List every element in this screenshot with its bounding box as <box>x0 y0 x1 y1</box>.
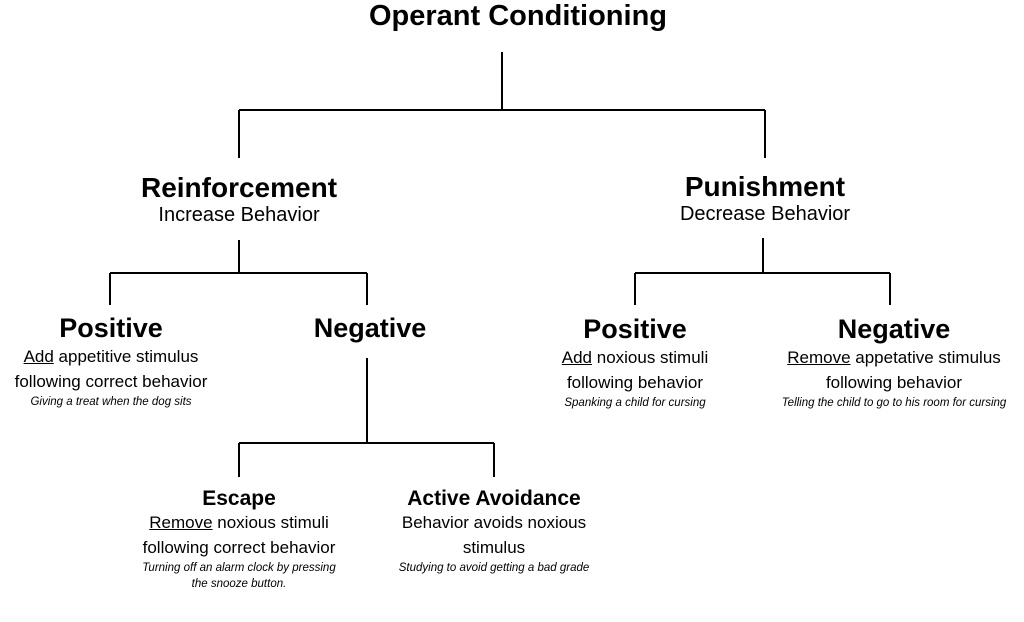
escape-line2: following correct behavior <box>142 538 336 557</box>
escape-line1: Remove noxious stimuli <box>142 510 335 535</box>
positive-punishment-keyword: Add <box>561 348 593 367</box>
active-avoidance-example: Studying to avoid getting a bad grade <box>398 562 590 574</box>
positive-punishment-example: Spanking a child for cursing <box>564 397 706 409</box>
reinforcement-node: Reinforcement Increase Behavior <box>141 174 337 228</box>
escape-keyword: Remove <box>149 513 213 532</box>
escape-example-line2: the snooze button. <box>191 578 287 590</box>
positive-punishment-line2: following behavior <box>566 373 704 392</box>
positive-punishment-node: Positive Add noxious stimuli following b… <box>562 316 708 411</box>
negative-punishment-example: Telling the child to go to his room for … <box>781 397 1007 409</box>
punishment-title: Punishment <box>684 171 846 202</box>
active-avoidance-node: Active Avoidance Behavior avoids noxious… <box>399 488 590 576</box>
positive-reinforcement-line2: following correct behavior <box>14 372 208 391</box>
positive-reinforcement-title: Positive <box>59 313 163 343</box>
reinforcement-subtitle: Increase Behavior <box>158 204 320 226</box>
negative-punishment-line1: Remove appetative stimulus <box>782 345 1007 370</box>
reinforcement-title: Reinforcement <box>140 172 338 203</box>
negative-punishment-node: Negative Remove appetative stimulus foll… <box>782 316 1007 411</box>
escape-line1-rest: noxious stimuli <box>212 513 329 532</box>
punishment-node: Punishment Decrease Behavior <box>680 173 850 227</box>
positive-reinforcement-keyword: Add <box>23 347 54 366</box>
root-title: Operant Conditioning <box>368 0 668 32</box>
negative-punishment-keyword: Remove <box>787 348 851 367</box>
active-avoidance-line1: Behavior avoids noxious <box>401 513 587 532</box>
negative-punishment-line2: following behavior <box>825 373 963 392</box>
punishment-subtitle: Decrease Behavior <box>679 203 851 225</box>
positive-reinforcement-node: Positive Add appetitive stimulus followi… <box>15 315 208 410</box>
escape-node: Escape Remove noxious stimuli following … <box>142 488 335 592</box>
positive-punishment-title: Positive <box>583 314 687 344</box>
positive-reinforcement-example: Giving a treat when the dog sits <box>30 396 192 408</box>
positive-punishment-line1-rest: noxious stimuli <box>592 348 709 367</box>
negative-punishment-line1-rest: appetative stimulus <box>850 348 1001 367</box>
root-node: Operant Conditioning <box>369 2 667 31</box>
positive-punishment-line1: Add noxious stimuli <box>562 345 708 370</box>
escape-example-line1: Turning off an alarm clock by pressing <box>142 562 336 574</box>
negative-reinforcement-node: Negative <box>314 315 427 342</box>
negative-punishment-title: Negative <box>837 314 951 344</box>
negative-reinforcement-title: Negative <box>313 313 427 343</box>
active-avoidance-line2: stimulus <box>462 538 526 557</box>
escape-title: Escape <box>202 487 276 510</box>
positive-reinforcement-line1: Add appetitive stimulus <box>15 344 208 369</box>
positive-reinforcement-line1-rest: appetitive stimulus <box>53 347 199 366</box>
active-avoidance-title: Active Avoidance <box>407 487 581 510</box>
